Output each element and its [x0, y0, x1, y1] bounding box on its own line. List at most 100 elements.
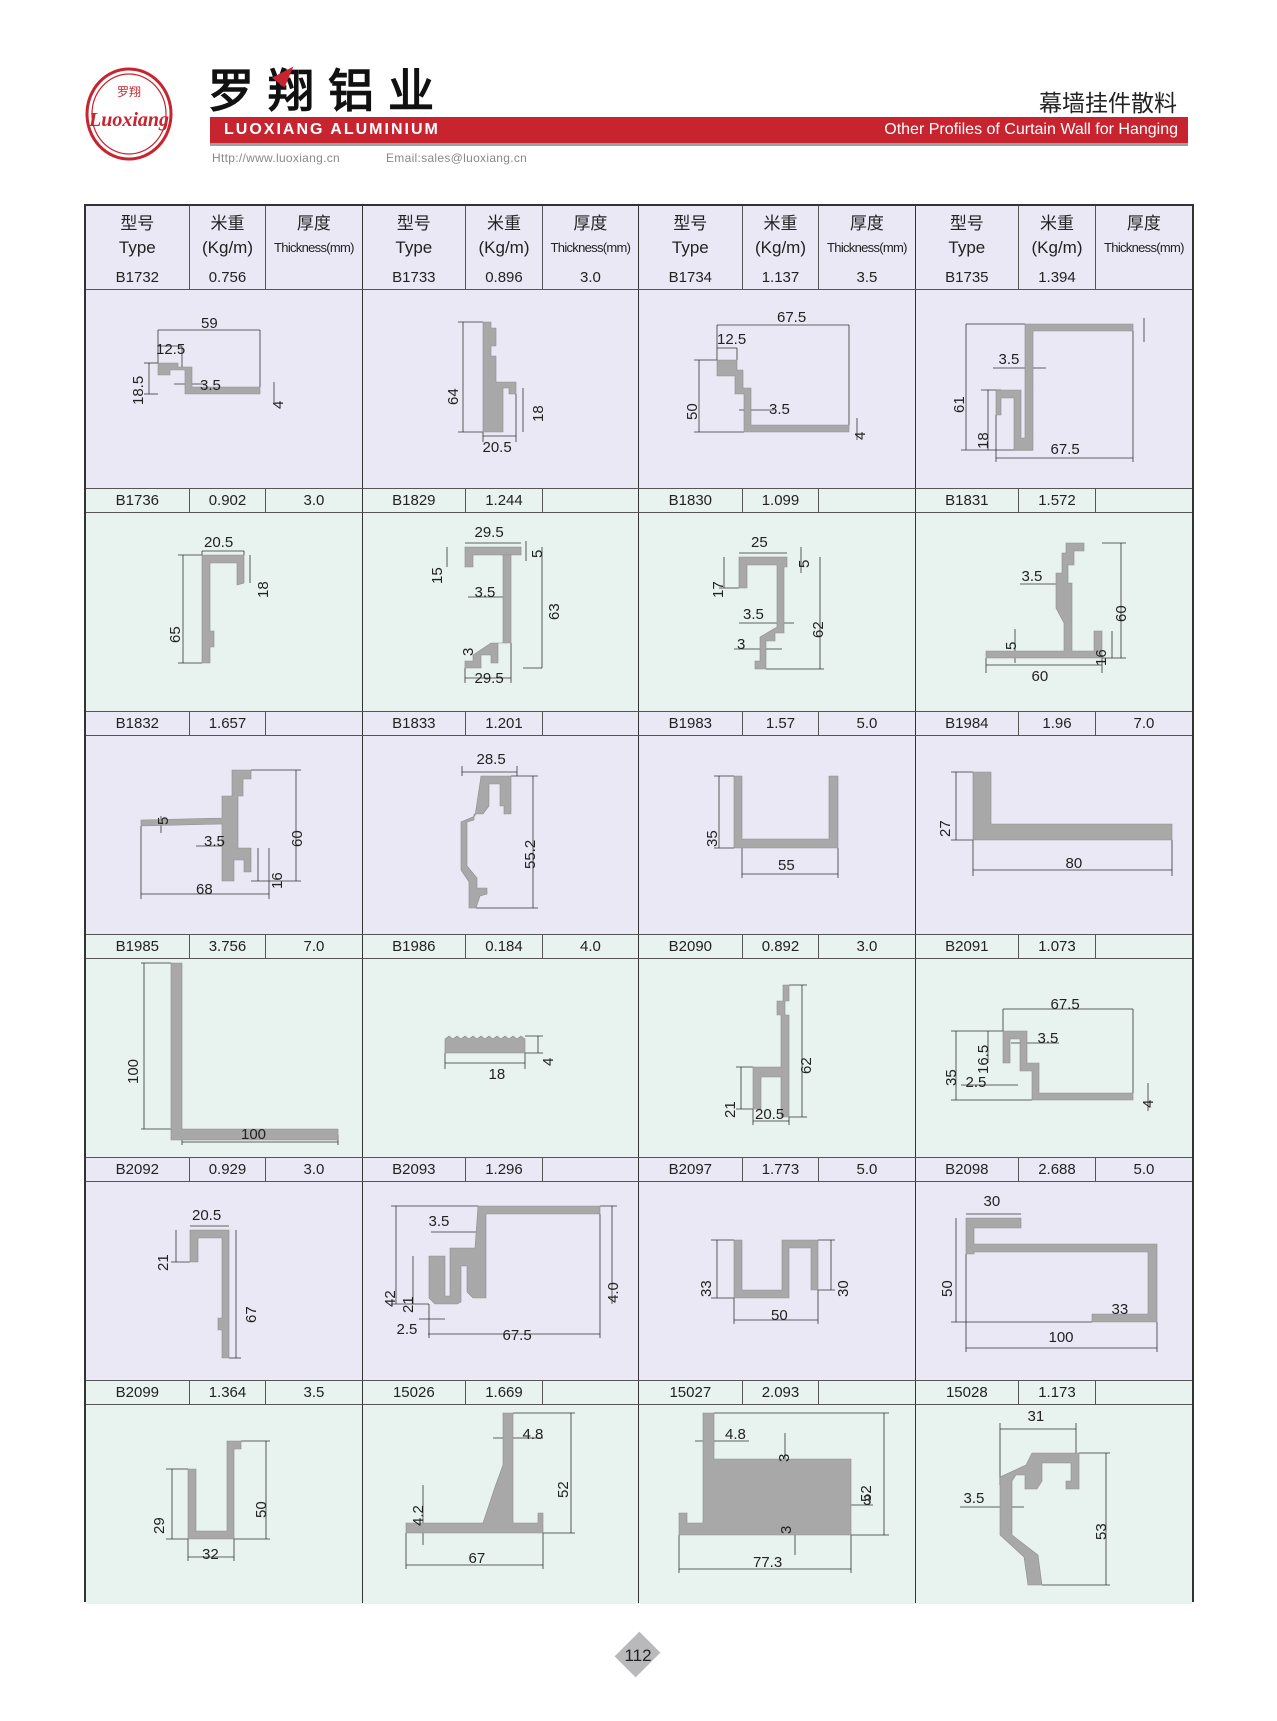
column-header-cn: 厚度: [849, 214, 884, 234]
dimension-label: 60: [289, 830, 306, 847]
profile-type: B1832: [86, 712, 190, 735]
dimension-label: 21: [399, 1296, 417, 1313]
profile-weight: 1.572: [1019, 489, 1096, 512]
dimension-label: 42: [381, 1290, 399, 1307]
profile-thickness: 5.0: [819, 712, 916, 735]
dimension-label: 2.5: [965, 1074, 987, 1091]
profile-type: 15026: [363, 1381, 467, 1404]
column-header-en: Thickness(mm): [1104, 240, 1184, 255]
profile-cross-section-icon: [460, 766, 538, 909]
dimension-label: 55: [778, 857, 795, 874]
dimension-label: 5: [155, 816, 172, 825]
column-header-cn: 厚度: [296, 214, 331, 234]
dimension-label: 4.8: [725, 1426, 746, 1443]
profile-thickness: [819, 489, 916, 512]
dimension-label: 68: [196, 881, 213, 898]
profile-weight: 1.296: [466, 1158, 543, 1181]
dimension-label: 50: [684, 403, 701, 420]
dimension-label: 12.5: [156, 341, 186, 358]
profile-type: B1732: [86, 266, 190, 289]
dimension-label: 59: [201, 315, 218, 332]
dimension-label: 29.5: [474, 524, 504, 541]
profile-thickness: 7.0: [266, 935, 363, 958]
header-banner: LUOXIANG ALUMINIUM Other Profiles of Cur…: [210, 117, 1188, 143]
dimension-label: 21: [722, 1101, 739, 1118]
dimension-label: 50: [253, 1501, 270, 1518]
profile-weight: 1.773: [743, 1158, 820, 1181]
profile-type: B1734: [639, 266, 743, 289]
profile-weight: 0.184: [466, 935, 543, 958]
dimension-label: 17: [710, 581, 727, 598]
dimension-label: 35: [704, 830, 721, 847]
dimension-label: 3: [737, 636, 746, 653]
dimension-label: 28.5: [476, 751, 506, 768]
website-link[interactable]: Http://www.luoxiang.cn: [212, 151, 340, 165]
profile-weight: 1.099: [743, 489, 820, 512]
profile-thickness: [1096, 1381, 1192, 1404]
dimension-label: 62: [810, 621, 827, 638]
profile-weight: 3.756: [190, 935, 267, 958]
dimension-label: 32: [202, 1546, 219, 1563]
dimension-label: 67: [468, 1550, 486, 1567]
dimension-label: 18: [255, 581, 272, 598]
column-header-cn: 米重: [210, 214, 245, 234]
profile-cross-section-icon: [390, 1205, 617, 1338]
profile-cross-section-icon: [694, 324, 858, 440]
profile-weight: 0.756: [190, 266, 267, 289]
dimension-label: 31: [1027, 1408, 1045, 1425]
profile-cross-section-icon: [959, 1423, 1110, 1586]
column-header-cn: 米重: [763, 214, 798, 234]
dimension-label: 4: [852, 431, 869, 440]
profile-type: B1831: [916, 489, 1020, 512]
dimension-label: 67.5: [1050, 996, 1080, 1013]
profile-cross-section-icon: [171, 1225, 241, 1359]
svg-text:罗翔: 罗翔: [117, 85, 141, 99]
profile-type: B1985: [86, 935, 190, 958]
profile-cross-section-icon: [678, 1412, 889, 1573]
dimension-label: 4.0: [604, 1282, 622, 1303]
profile-type: B1830: [639, 489, 743, 512]
dimension-label: 61: [950, 396, 968, 413]
dimension-label: 16.5: [974, 1044, 992, 1074]
profile-weight: 1.244: [466, 489, 543, 512]
column-header-cn: 型号: [396, 214, 431, 234]
dimension-label: 4.8: [522, 1426, 544, 1443]
profile-cross-section-icon: [714, 775, 839, 878]
profile-weight: 2.688: [1019, 1158, 1096, 1181]
profile-cross-section-icon: [985, 542, 1126, 673]
profile-type: B2097: [639, 1158, 743, 1181]
profile-thickness: [819, 1381, 916, 1404]
column-header-en: (Kg/m): [478, 238, 530, 257]
email-link[interactable]: Email:sales@luoxiang.cn: [386, 151, 528, 165]
page-number-badge: 112: [614, 1630, 662, 1680]
profile-weight: 0.929: [190, 1158, 267, 1181]
column-header-en: Thickness(mm): [274, 240, 354, 255]
dimension-label: 18: [529, 405, 547, 422]
profile-weight: 1.364: [190, 1381, 267, 1404]
profile-thickness: 3.5: [819, 266, 916, 289]
luoxiang-logo: 罗翔 Luoxiang: [85, 67, 173, 161]
profile-thickness: 7.0: [1133, 715, 1155, 732]
profile-weight: 1.57: [743, 712, 820, 735]
page-number: 112: [624, 1646, 652, 1665]
dimension-label: 52: [554, 1481, 572, 1498]
dimension-label: 18.5: [130, 375, 147, 405]
dimension-label: 21: [155, 1254, 172, 1271]
dimension-label: 50: [771, 1307, 788, 1324]
profile-thickness: 5.0: [819, 1158, 916, 1181]
